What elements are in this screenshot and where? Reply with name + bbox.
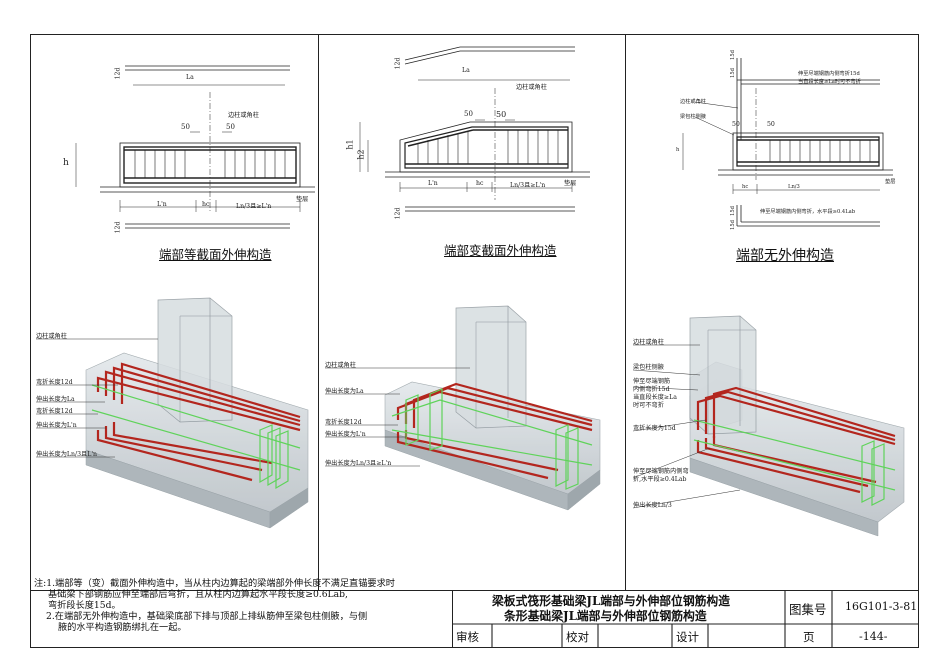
p3-pad: 垫层 [885,179,896,185]
caption-panel3: 端部无外伸构造 [736,248,834,264]
iso1-bend12d: 弯折长度12d [36,408,73,415]
p1-la: La [186,74,194,81]
iso2-corner-column-label: 边柱或角柱 [325,362,356,369]
caption-panel1: 端部等截面外伸构造 [159,247,272,262]
p1-h: h [63,158,69,168]
iso2-extend-ln3: 伸出长度为Ln/3且≥L'n [325,460,392,467]
iso1-corner-column-label: 边柱或角柱 [36,333,67,340]
p3-ln3: Ln/3 [788,184,800,190]
p1-50-left: 50 [181,123,190,131]
iso3-bottom-note-2: 折,水平段≥0.4Lab [633,476,687,483]
p2-pad: 垫层 [564,180,577,187]
p2-ln3: Ln/3且≥L'n [510,182,546,189]
iso3-model [689,315,905,537]
iso2-bend12d: 弯折长度12d [325,419,362,426]
iso1-extend-ln: 伸出长度为L'n [36,422,77,429]
page-label: 页 [803,630,815,644]
note-line-2: 基础梁下部钢筋应伸至端部后弯折，且从柱内边算起水平段长度≥0.6Lab, [48,589,348,600]
p3-note-bottom: 伸至尽端钢筋内侧弯折，水平段≥0.4Lab [760,209,856,215]
atlas-number: 16G101-3-81 [845,600,918,613]
iso3-bottom-note-1: 伸至尽端钢筋内侧弯 [633,468,689,475]
design-label: 设计 [676,630,699,644]
iso2-model [384,305,601,511]
iso3-top-note-1: 伸至尽端钢筋 [633,378,671,385]
iso2-extend-ln: 伸出长度为L'n [325,431,366,438]
iso3-top-note-4: 时可不弯折 [633,402,664,409]
title-block [452,590,919,648]
caption-panel2: 端部变截面外伸构造 [444,243,557,258]
p1-corner-column-label: 边柱或角柱 [228,112,259,119]
title-line-1: 梁板式筏形基础梁JL端部与外伸部位钢筋构造 [492,594,731,608]
p1-50-right: 50 [226,123,235,131]
title-line-2: 条形基础梁JL端部与外伸部位钢筋构造 [504,609,707,623]
iso1-bend12d-top: 弯折长度12d [36,379,73,386]
p2-corner-column-label: 边柱或角柱 [516,84,547,91]
p2-50-right: 50 [496,110,507,119]
p1-ln-prime: L'n [157,201,167,208]
iso3-top-note-2: 内侧弯折15d [633,386,670,393]
panel-divider-2 [625,34,626,590]
note-line-5: 腋的水平构造钢筋绑扎在一起。 [58,622,187,633]
iso3-bend15d: 弯折长度为15d [633,425,676,432]
iso3-extend-ln3: 伸出长度Ln/3 [633,502,672,509]
iso3-top-note-3: 当直段长度≥La [633,394,677,401]
note-line-1: 注:1.端部等（变）截面外伸构造中，当从柱内边算起的梁端部外伸长度不满足直锚要求… [34,578,395,589]
p2-50-left: 50 [464,110,473,118]
p1-ln3: Ln/3且≥L'n [236,203,272,210]
check-label: 校对 [566,630,589,644]
iso1-extend-ln3: 伸出长度为Ln/3且L'n [36,451,98,458]
iso2-extend-la: 伸出长度为La [325,388,364,395]
p1-pad: 垫层 [296,196,309,203]
p3-note-top-b: 当直段长度≥La时可不弯折 [798,79,861,85]
iso3-side-haunch-label: 梁包柱侧腋 [633,364,664,371]
p1-hc: hc [202,201,210,208]
iso3-corner-column-label: 边柱或角柱 [633,339,664,346]
atlas-label: 图集号 [789,602,827,617]
p3-50-left: 50 [732,121,740,128]
p3-50-right: 50 [767,121,775,128]
p2-la: La [462,67,470,74]
p3-h: h [676,147,680,153]
panel-divider-1 [318,34,319,590]
iso1-model [85,297,309,529]
p3-corner-column-label: 边柱或角柱 [680,99,706,105]
p3-note-top-a: 伸至尽端钢筋内侧弯折15d [798,71,860,77]
review-label: 审核 [456,630,479,644]
note-line-4: 2.在端部无外伸构造中，基础梁底部下排与顶部上排纵筋伸至梁包柱侧腋，与侧 [46,611,368,622]
p2-hc: hc [476,180,484,187]
page-number: -144- [859,630,888,643]
p3-hc: hc [742,184,749,190]
note-line-3: 弯折段长度15d。 [48,600,121,611]
iso1-extend-la: 伸出长度为La [36,396,75,403]
p3-side-haunch-label: 梁包柱侧腋 [680,114,706,120]
p2-ln-prime: L'n [428,180,438,187]
